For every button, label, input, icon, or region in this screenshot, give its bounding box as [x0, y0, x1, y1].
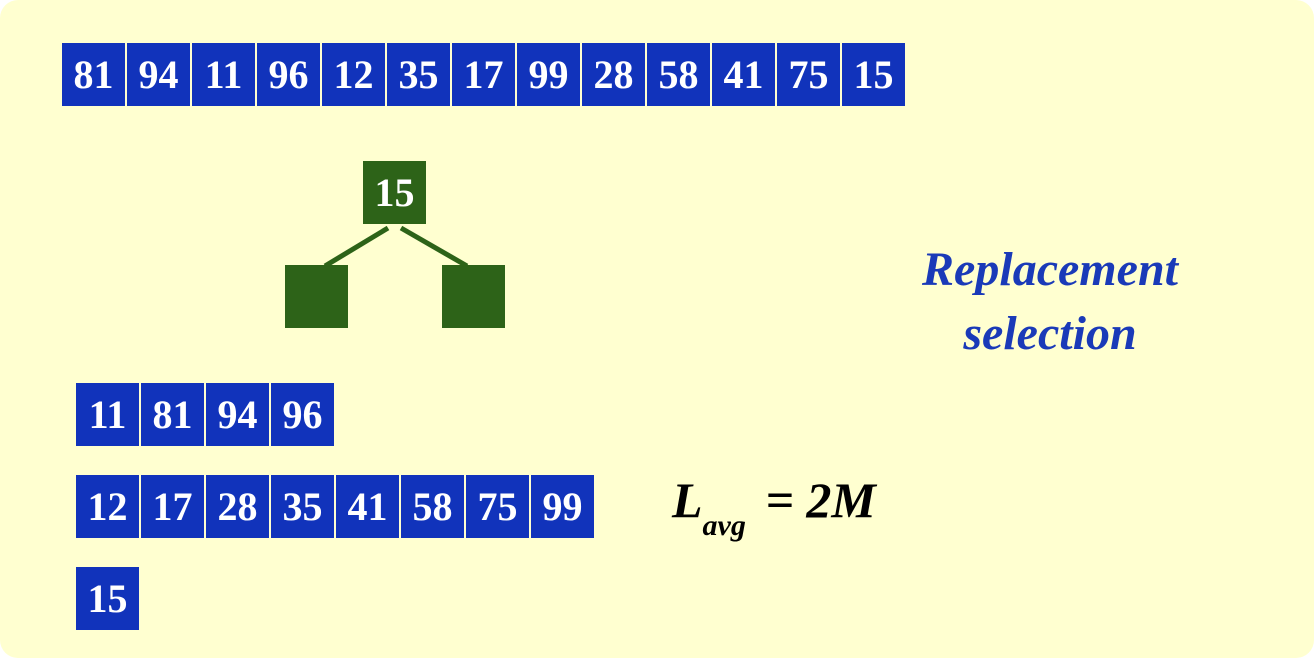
- formula-rhs: 2M: [806, 472, 876, 528]
- input-cell: 17: [452, 43, 515, 106]
- title-line-2: selection: [963, 307, 1137, 360]
- run-2-cell: 28: [206, 475, 269, 538]
- run-3: 15: [76, 567, 139, 630]
- slide-title: Replacement selection: [880, 238, 1220, 366]
- run-2-cell: 41: [336, 475, 399, 538]
- run-2-cell: 58: [401, 475, 464, 538]
- input-cell: 58: [647, 43, 710, 106]
- input-cell: 41: [712, 43, 775, 106]
- run-2-cell: 35: [271, 475, 334, 538]
- formula-equals: =: [765, 472, 795, 528]
- input-cell: 35: [387, 43, 450, 106]
- tree-right-node: [442, 265, 505, 328]
- tree-edge-right: [399, 225, 469, 269]
- tree-left-node: [285, 265, 348, 328]
- run-1-cell: 94: [206, 383, 269, 446]
- run-1-cell: 81: [141, 383, 204, 446]
- input-cell: 15: [842, 43, 905, 106]
- run-3-cell: 15: [76, 567, 139, 630]
- input-cell: 11: [192, 43, 255, 106]
- input-cell: 81: [62, 43, 125, 106]
- tree-edge-left: [323, 225, 390, 269]
- run-2-cell: 17: [141, 475, 204, 538]
- input-cell: 75: [777, 43, 840, 106]
- formula-lhs: L: [672, 472, 703, 528]
- input-cell: 96: [257, 43, 320, 106]
- formula-subscript: avg: [702, 509, 746, 542]
- run-1-cell: 11: [76, 383, 139, 446]
- run-2-cell: 12: [76, 475, 139, 538]
- input-cell: 12: [322, 43, 385, 106]
- title-line-1: Replacement: [922, 243, 1178, 296]
- input-cell: 94: [127, 43, 190, 106]
- input-cell: 28: [582, 43, 645, 106]
- run-1-cell: 96: [271, 383, 334, 446]
- tree-root-node: 15: [363, 161, 426, 224]
- run-2-cell: 75: [466, 475, 529, 538]
- formula: Lavg =2M: [672, 470, 876, 542]
- input-cell: 99: [517, 43, 580, 106]
- run-2-cell: 99: [531, 475, 594, 538]
